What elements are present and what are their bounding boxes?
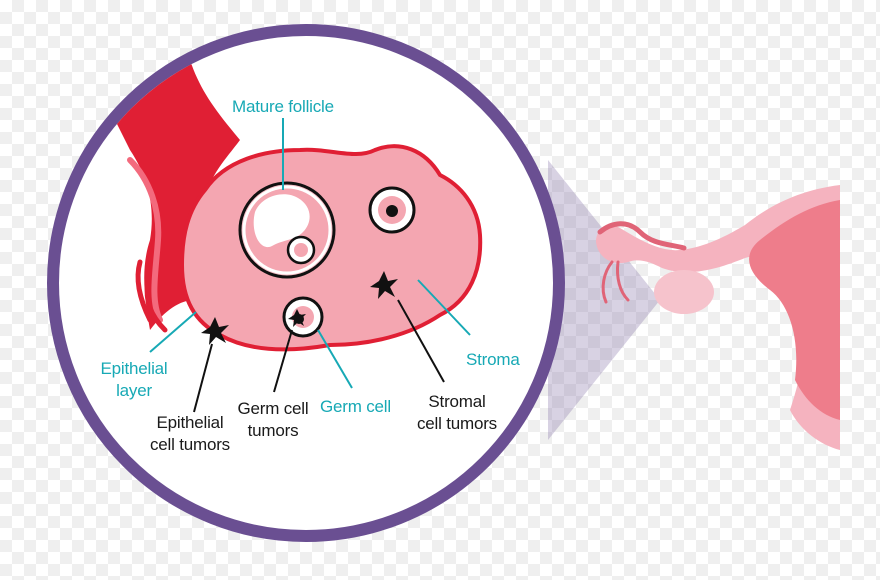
stromal-tumor-icon bbox=[370, 271, 398, 299]
label-epithelial-cell-tumors-line2: cell tumors bbox=[150, 435, 230, 454]
label-germ-cell-tumors-line2: tumors bbox=[247, 421, 299, 440]
label-stromal-cell-tumors-line1: Stromal bbox=[428, 392, 486, 411]
label-epithelial-layer-line2: layer bbox=[116, 381, 152, 400]
epithelial-tumor-icon bbox=[201, 317, 229, 345]
label-stroma: Stroma bbox=[466, 350, 520, 369]
mature-follicle bbox=[238, 181, 336, 279]
small-follicle bbox=[368, 186, 416, 234]
label-stromal-cell-tumors: Stromal cell tumors bbox=[410, 391, 504, 435]
label-epithelial-layer-line1: Epithelial bbox=[100, 359, 168, 378]
label-epithelial-cell-tumors: Epithelial cell tumors bbox=[140, 412, 240, 456]
leader-lines bbox=[149, 118, 471, 413]
label-germ-cell: Germ cell bbox=[320, 397, 391, 416]
label-mature-follicle: Mature follicle bbox=[232, 97, 334, 116]
label-epithelial-layer: Epithelial layer bbox=[96, 358, 172, 402]
blood-vessel bbox=[110, 60, 240, 330]
label-stromal-cell-tumors-line2: cell tumors bbox=[417, 414, 497, 433]
label-epithelial-cell-tumors-line1: Epithelial bbox=[156, 413, 224, 432]
label-germ-cell-tumors-line1: Germ cell bbox=[237, 399, 309, 418]
label-germ-cell-tumors: Germ cell tumors bbox=[232, 398, 314, 442]
uterus-illustration bbox=[596, 185, 840, 450]
germ-tumor-icon bbox=[288, 309, 306, 327]
